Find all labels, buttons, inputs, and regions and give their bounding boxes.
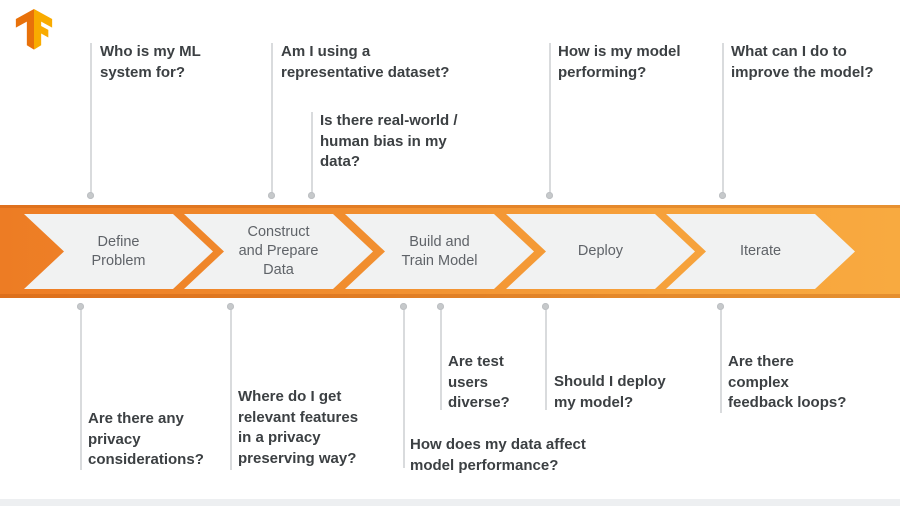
question-privacy-preserving: Where do I get relevant features in a pr… <box>238 388 359 467</box>
stage-build-train-model: Build and Train Model <box>345 214 534 289</box>
connector-dot <box>717 303 724 310</box>
question-should-deploy: Should I deploy my model? <box>554 373 666 411</box>
connector-line <box>90 43 92 193</box>
tensorflow-logo-icon <box>15 9 53 50</box>
question-improve-model: What can I do to improve the model? <box>731 43 874 81</box>
question-test-users-diverse: Are test users diverse? <box>448 353 510 411</box>
question-representative-dataset: Am I using a representative dataset? <box>281 43 450 81</box>
question-feedback-loops: Are there complex feedback loops? <box>728 353 847 411</box>
connector-dot <box>719 192 726 199</box>
connector-dot <box>437 303 444 310</box>
connector-dot <box>542 303 549 310</box>
connector-dot <box>77 303 84 310</box>
stage-define-problem: Define Problem <box>24 214 213 289</box>
question-data-affect-performance: How does my data affect model performanc… <box>410 436 586 474</box>
connector-dot <box>227 303 234 310</box>
connector-line <box>230 310 232 470</box>
question-who-is-system-for: Who is my ML system for? <box>100 43 201 81</box>
stage-label: Deploy <box>577 243 624 259</box>
connector-line <box>440 310 442 410</box>
connector-line <box>722 43 724 193</box>
connector-dot <box>400 303 407 310</box>
stage-deploy: Deploy <box>506 214 695 289</box>
process-band: Define Problem Construct and Prepare Dat… <box>0 205 900 298</box>
bottom-edge-strip <box>0 499 900 506</box>
connector-dot <box>87 192 94 199</box>
connector-line <box>403 310 405 468</box>
connector-dot <box>308 192 315 199</box>
question-real-world-bias: Is there real-world / human bias in my d… <box>320 112 458 170</box>
stage-label: Construct and Prepare Data <box>238 224 319 278</box>
connector-line <box>311 112 313 193</box>
connector-dot <box>268 192 275 199</box>
question-model-performing: How is my model performing? <box>558 43 681 81</box>
stage-label: Build and Train Model <box>401 233 478 269</box>
connector-line <box>545 310 547 410</box>
stage-label: Define Problem <box>91 233 146 269</box>
connector-line <box>80 310 82 470</box>
question-privacy-considerations: Are there any privacy considerations? <box>88 410 204 468</box>
connector-line <box>271 43 273 193</box>
connector-dot <box>546 192 553 199</box>
connector-line <box>549 43 551 193</box>
stage-label: Iterate <box>739 243 782 259</box>
connector-line <box>720 310 722 413</box>
